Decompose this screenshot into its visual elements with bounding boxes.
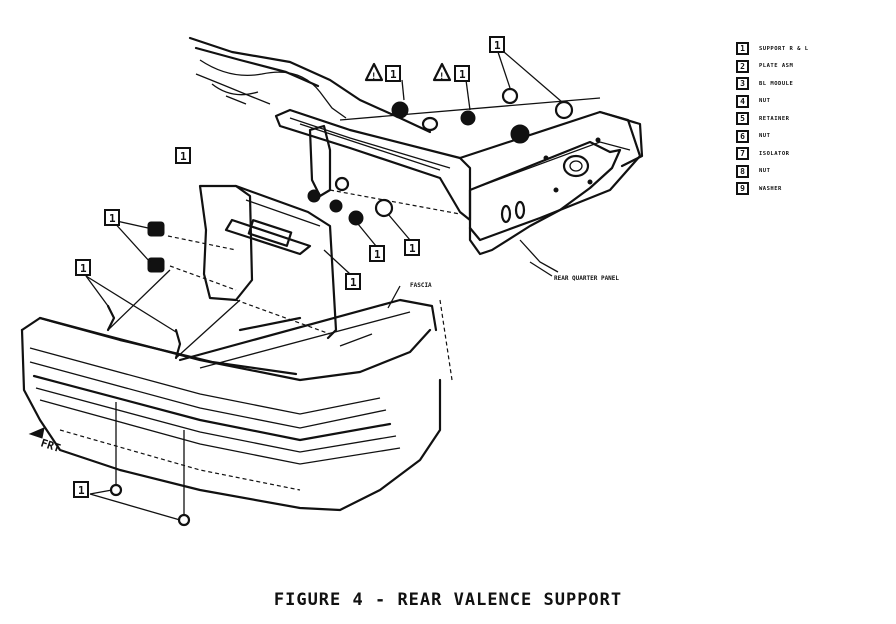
legend-item: 5 RETAINER: [736, 110, 886, 128]
warning-icons: ! !: [366, 64, 450, 82]
callout-box: 1: [455, 66, 469, 81]
callout-box: 1: [405, 240, 419, 255]
callout-box: 1: [76, 260, 90, 275]
legend-item: 7 ISOLATOR: [736, 145, 886, 163]
callout-box: 1: [346, 274, 360, 289]
figure-caption: FIGURE 4 - REAR VALENCE SUPPORT: [273, 590, 623, 610]
front-arrow-icon: FRT: [30, 428, 62, 455]
callout-box: 1: [74, 482, 88, 497]
fascia: [22, 286, 452, 510]
legend-text: NUT: [759, 98, 771, 105]
svg-text:1: 1: [109, 212, 116, 225]
legend-key: 6: [736, 129, 749, 143]
callouts: 1 1 1 1 1 1 1 1 1 1: [74, 37, 504, 497]
legend-key: 4: [736, 94, 749, 108]
upper-body-panel: [190, 38, 430, 132]
legend-item: 9 WASHER: [736, 180, 886, 198]
legend-text: RETAINER: [759, 115, 790, 122]
rear-quarter-panel-bracket: [470, 112, 642, 272]
legend-key: 5: [736, 112, 749, 126]
legend-item: 4 NUT: [736, 93, 886, 111]
legend-item: 1 SUPPORT R & L: [736, 40, 886, 58]
svg-text:1: 1: [494, 39, 501, 52]
legend-key: 9: [736, 182, 749, 196]
callout-box: 1: [105, 210, 119, 225]
legend-key: 8: [736, 164, 749, 178]
legend-text: NUT: [759, 168, 771, 175]
callout-box: 1: [370, 246, 384, 261]
fascia-label: FASCIA: [410, 282, 432, 289]
legend-key: 3: [736, 77, 749, 91]
svg-text:1: 1: [180, 150, 187, 163]
legend-key: 2: [736, 59, 749, 73]
svg-text:1: 1: [459, 68, 466, 81]
legend-text: ISOLATOR: [759, 150, 790, 157]
svg-text:1: 1: [80, 262, 87, 275]
legend-text: PLATE ASM: [759, 63, 794, 70]
quarter-panel-label: REAR QUARTER PANEL: [554, 275, 619, 282]
legend-item: 2 PLATE ASM: [736, 58, 886, 76]
upper-fasteners: [340, 52, 600, 143]
isolators: [112, 220, 164, 272]
callout-box: 1: [386, 66, 400, 81]
legend-item: 3 BL MODULE: [736, 75, 886, 93]
legend-item: 6 NUT: [736, 128, 886, 146]
frt-label: FRT: [39, 436, 62, 455]
legend-text: BL MODULE: [759, 80, 794, 87]
lower-bolts: [86, 270, 240, 525]
svg-text:!: !: [371, 72, 376, 82]
svg-text:1: 1: [78, 484, 85, 497]
svg-text:1: 1: [350, 276, 357, 289]
svg-text:1: 1: [374, 248, 381, 261]
svg-text:1: 1: [409, 242, 416, 255]
callout-box: 1: [176, 148, 190, 163]
legend-key: 7: [736, 147, 749, 161]
callout-box: 1: [490, 37, 504, 52]
legend-key: 1: [736, 42, 749, 56]
legend-item: 8 NUT: [736, 163, 886, 181]
svg-text:!: !: [439, 72, 444, 82]
legend-text: WASHER: [759, 185, 782, 192]
legend-text: SUPPORT R & L: [759, 45, 809, 52]
legend-text: NUT: [759, 133, 771, 140]
svg-text:1: 1: [390, 68, 397, 81]
